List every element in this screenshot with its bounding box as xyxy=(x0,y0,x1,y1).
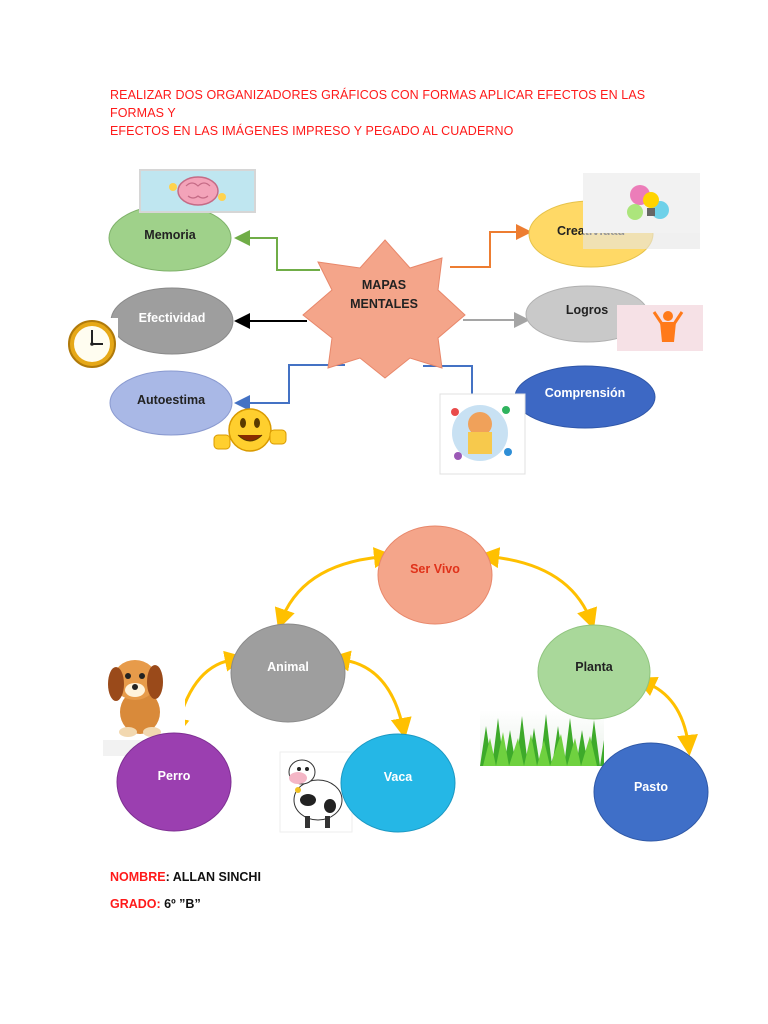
node-animal: Animal xyxy=(230,623,346,723)
center-star: MAPAS MENTALES xyxy=(302,239,466,379)
smiley-thumbs-icon xyxy=(213,408,287,452)
arrow-animal-vaca xyxy=(329,650,412,739)
footer-grade: GRADO: 6º ”B” xyxy=(110,897,201,911)
center-label-line-1: MAPAS xyxy=(362,278,406,292)
node-efectividad-label: Efectividad xyxy=(139,311,206,325)
name-value: : ALLAN SINCHI xyxy=(165,870,261,884)
node-ser-vivo: Ser Vivo xyxy=(377,525,493,625)
dog-icon xyxy=(103,650,185,756)
connector-memoria xyxy=(234,230,320,271)
node-perro: Perro xyxy=(116,732,232,832)
node-animal-label: Animal xyxy=(267,660,309,674)
node-autoestima-label: Autoestima xyxy=(137,393,206,407)
node-pasto-label: Pasto xyxy=(634,780,668,794)
clock-icon xyxy=(66,318,118,370)
node-planta-label: Planta xyxy=(575,660,614,674)
connector-creatividad xyxy=(450,224,532,268)
connector-autoestima xyxy=(234,364,345,411)
grade-label: GRADO: xyxy=(110,897,161,911)
title-line-2: EFECTOS EN LAS IMÁGENES IMPRESO Y PEGADO… xyxy=(110,124,514,138)
arrow-servivo-planta xyxy=(478,547,598,630)
grade-value: 6º ”B” xyxy=(160,897,201,911)
node-memoria-label: Memoria xyxy=(144,228,196,242)
node-vaca-label: Vaca xyxy=(384,770,414,784)
center-label-line-2: MENTALES xyxy=(350,297,418,311)
reader-icon xyxy=(439,393,526,475)
footer-name: NOMBRE: ALLAN SINCHI xyxy=(110,870,261,884)
node-ser-vivo-label: Ser Vivo xyxy=(410,562,460,576)
node-vaca: Vaca xyxy=(340,733,456,833)
arrow-planta-pasto xyxy=(635,676,698,756)
node-comprension: Comprensión xyxy=(514,365,656,429)
arrow-servivo-animal xyxy=(274,547,395,630)
node-planta: Planta xyxy=(537,624,651,720)
node-logros-label: Logros xyxy=(566,303,608,317)
trophy-person-icon xyxy=(617,305,703,351)
node-comprension-label: Comprensión xyxy=(545,386,626,400)
node-autoestima: Autoestima xyxy=(109,370,233,436)
node-pasto: Pasto xyxy=(593,742,709,842)
node-perro-label: Perro xyxy=(158,769,191,783)
node-memoria: Memoria xyxy=(108,204,232,272)
grass-icon xyxy=(480,710,604,766)
brain-icon xyxy=(139,169,256,213)
cow-icon xyxy=(279,751,353,833)
lightbulb-icon xyxy=(583,173,700,249)
name-label: NOMBRE xyxy=(110,870,166,884)
assignment-title: REALIZAR DOS ORGANIZADORES GRÁFICOS CON … xyxy=(110,86,670,140)
title-line-1: REALIZAR DOS ORGANIZADORES GRÁFICOS CON … xyxy=(110,88,646,120)
node-efectividad: Efectividad xyxy=(110,287,234,355)
